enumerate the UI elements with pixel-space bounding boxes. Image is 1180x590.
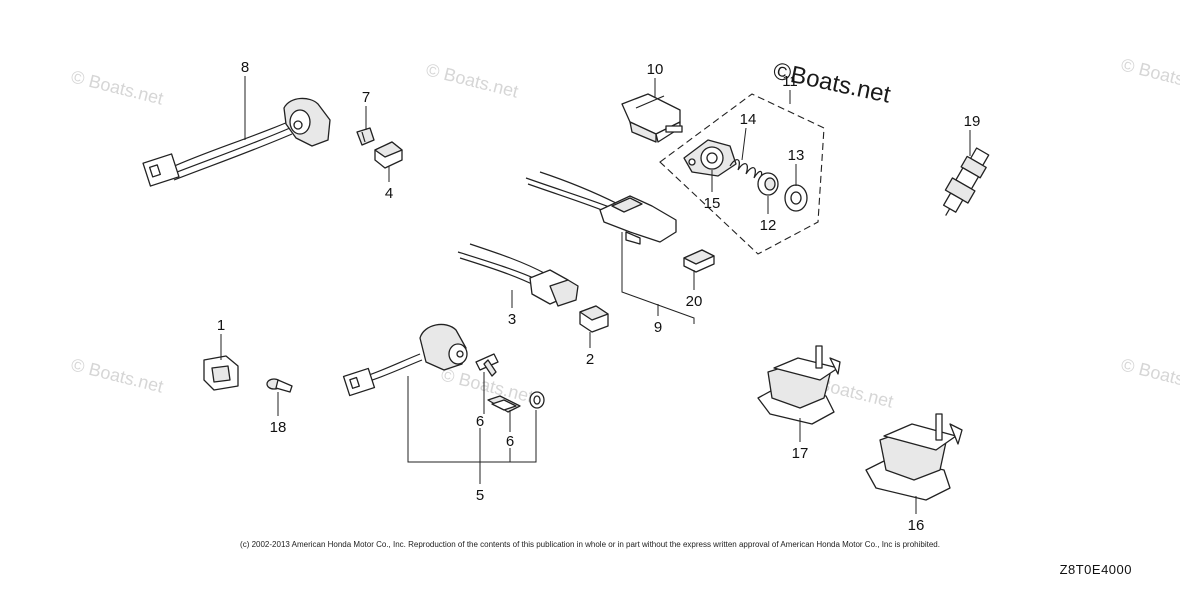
copyright-notice: (c) 2002-2013 American Honda Motor Co., … [240,540,940,549]
part-6-clip-lower[interactable] [487,395,521,413]
callout-8: 8 [241,59,249,76]
callout-18: 18 [270,419,287,436]
part-15-valve-body[interactable] [683,139,737,177]
watermark: © Boats.net [1119,54,1180,96]
part-13-o-ring[interactable] [784,184,808,212]
part-19-spark-plug[interactable] [934,145,994,222]
callout-11: 11 [782,73,798,90]
watermark: © Boats.net [69,66,165,108]
watermark: © Boats.net [439,364,535,406]
callout-3: 3 [508,311,516,328]
callout-4: 4 [385,185,393,202]
callout-6a: 6 [476,413,484,430]
callout-14: 14 [740,111,757,128]
callout-20: 20 [686,293,703,310]
part-5-o-ring[interactable] [529,391,545,409]
callout-10: 10 [647,61,664,78]
part-12-seat[interactable] [757,172,779,196]
callout-15: 15 [704,195,721,212]
callout-7: 7 [362,89,370,106]
part-5-oil-switch[interactable] [342,323,468,397]
callout-19: 19 [964,113,981,130]
leader-lines [220,76,971,514]
callout-2: 2 [586,351,594,368]
part-11-group-outline [659,93,825,255]
watermark: © Boats.net [424,59,520,101]
part-16-engine-mount[interactable] [865,413,963,501]
watermark: © Boats.net [69,354,165,396]
part-6-clip-upper[interactable] [475,353,499,377]
part-18-bolt[interactable] [266,378,293,393]
part-2-cap[interactable] [579,305,609,333]
part-8-sensor-harness[interactable] [142,97,331,187]
part-7-clip[interactable] [356,127,375,146]
part-14-spring[interactable] [729,159,763,181]
watermark: © Boats.net [1119,354,1180,396]
callout-1: 1 [217,317,225,334]
part-10-switch[interactable] [621,93,683,143]
callout-9: 9 [654,319,662,336]
callout-13: 13 [788,147,805,164]
callout-12: 12 [760,217,777,234]
diagram-code: Z8T0E4000 [1059,562,1132,577]
callout-6b: 6 [506,433,514,450]
part-17-engine-mount[interactable] [757,345,841,425]
callout-17: 17 [792,445,809,462]
callout-16: 16 [908,517,925,534]
callout-5: 5 [476,487,484,504]
part-1-clamp[interactable] [203,355,239,391]
part-4-cap[interactable] [374,141,403,169]
part-3-harness[interactable] [457,243,579,307]
part-20-connector[interactable] [683,249,715,273]
part-9-harness-bracket[interactable] [525,171,677,245]
